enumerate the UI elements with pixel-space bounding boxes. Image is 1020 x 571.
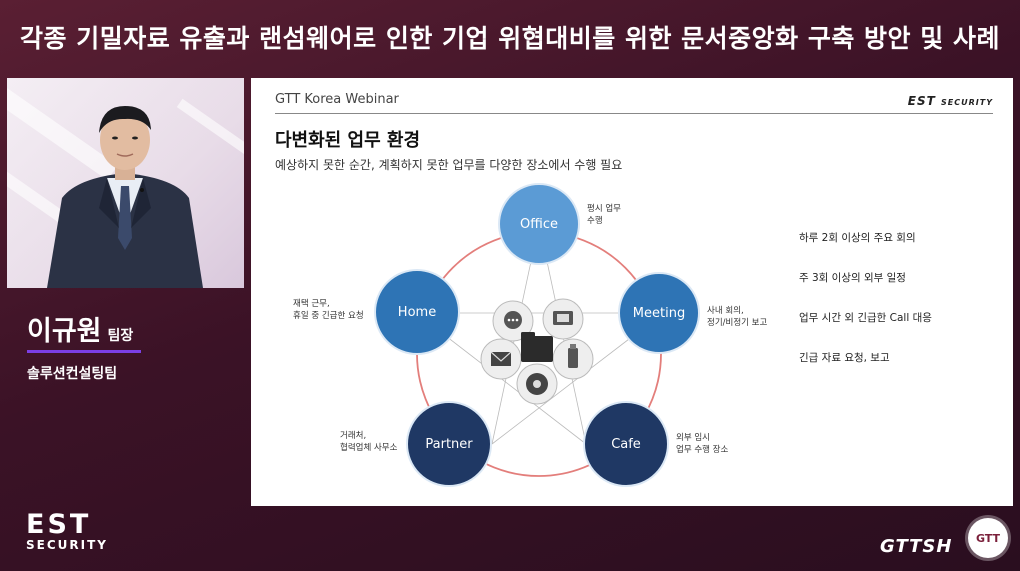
node-office-label: Office (520, 217, 558, 232)
presenter-figure (47, 106, 203, 288)
presenter-video (7, 78, 244, 288)
presenter-name: 이규원 (27, 316, 102, 347)
note-partner-2: 협력업체 사무소 (340, 442, 398, 453)
note-office-2: 수행 (587, 215, 603, 226)
presenter-team: 솔루션컨설팅팀 (27, 366, 118, 382)
bullet-list: 하루 2회 이상의 주요 회의 주 3회 이상의 외부 일정 업무 시간 외 긴… (799, 230, 932, 390)
est-logo-text: EST (26, 509, 92, 540)
note-meeting-1: 사내 회의, (707, 305, 744, 316)
chat-icon (504, 311, 522, 329)
work-environment-diagram: Office Meeting Cafe Partner Home 평시 업무 수… (293, 183, 767, 487)
note-meeting-2: 정기/비정기 보고 (707, 317, 767, 328)
disc-icon (526, 373, 548, 395)
mail-icon (490, 351, 512, 366)
bullet-item: 주 3회 이상의 외부 일정 (799, 272, 906, 284)
node-meeting: Meeting (618, 272, 700, 354)
node-office: Office (498, 183, 580, 265)
est-security-logo: EST SECURITY (26, 509, 108, 552)
note-office-1: 평시 업무 (587, 203, 621, 214)
note-home-2: 휴일 중 긴급한 요청 (293, 310, 364, 321)
laptop-icon (553, 311, 573, 325)
bullet-item: 긴급 자료 요청, 보고 (799, 352, 890, 364)
folder-icon (521, 332, 553, 362)
node-cafe-label: Cafe (611, 437, 641, 452)
slide-brand-sub: SECURITY (941, 98, 993, 107)
est-logo-subtext: SECURITY (26, 538, 108, 552)
node-partner: Partner (406, 401, 492, 487)
slide-subtitle: 예상하지 못한 순간, 계획하지 못한 업무를 다양한 장소에서 수행 필요 (275, 158, 623, 172)
node-home: Home (374, 269, 460, 355)
slide-brand-main: EST (907, 94, 936, 108)
node-partner-label: Partner (425, 437, 473, 452)
note-cafe-2: 업무 수행 장소 (676, 444, 729, 455)
slide-header: GTT Korea Webinar EST SECURITY (275, 91, 993, 114)
presentation-slide: GTT Korea Webinar EST SECURITY 다변화된 업무 환… (251, 78, 1013, 506)
banner-title: 각종 기밀자료 유출과 랜섬웨어로 인한 기업 위협대비를 위한 문서중앙화 구… (20, 24, 1000, 53)
node-meeting-label: Meeting (633, 306, 685, 321)
note-partner-1: 거래처, (340, 431, 366, 441)
center-icons (480, 298, 594, 405)
usb-icon (568, 344, 578, 368)
name-underline (27, 350, 141, 353)
gttshow-logo: GTTSH (880, 536, 953, 557)
bullet-item: 업무 시간 외 긴급한 Call 대응 (799, 312, 932, 324)
slide-title: 다변화된 업무 환경 (275, 130, 421, 151)
presenter-title: 팀장 (107, 328, 134, 344)
node-home-label: Home (398, 305, 436, 320)
note-cafe-1: 외부 임시 (676, 432, 710, 443)
webinar-label: GTT Korea Webinar (275, 92, 399, 107)
presenter-name-block: 이규원 팀장 솔루션컨설팅팀 (27, 309, 141, 383)
slide-brand: EST SECURITY (908, 94, 993, 108)
gtt-badge-logo: GTT (968, 518, 1008, 558)
note-home-1: 재택 근무, (293, 298, 330, 309)
bullet-item: 하루 2회 이상의 주요 회의 (799, 232, 916, 244)
node-cafe: Cafe (583, 401, 669, 487)
